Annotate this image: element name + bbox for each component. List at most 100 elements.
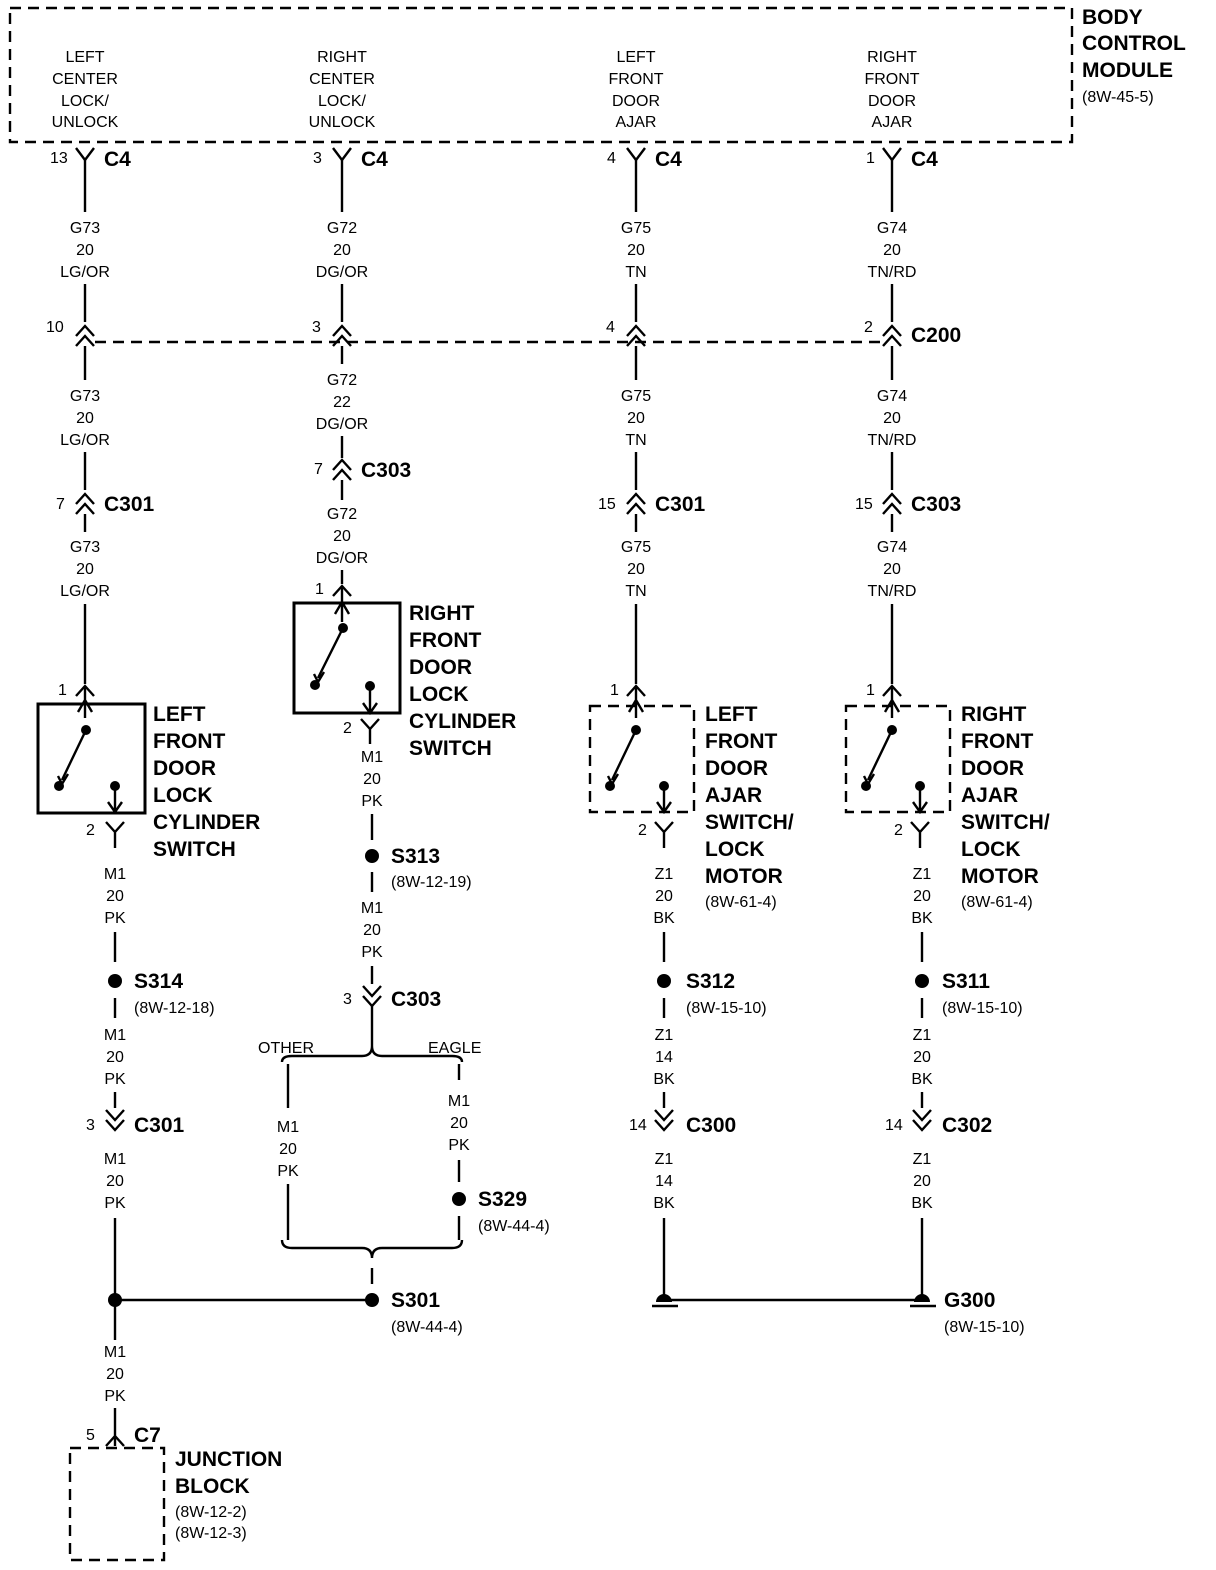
svg-text:G75: G75 xyxy=(621,539,651,556)
c303-pin-15: 15 C303 xyxy=(855,492,961,516)
wire-label-g73-low: G73 20 LG/OR xyxy=(60,539,110,600)
svg-text:2: 2 xyxy=(343,720,352,737)
splice-s313: S313 (8W-12-19) xyxy=(365,845,472,891)
svg-text:DOOR: DOOR xyxy=(868,93,916,110)
svg-text:20: 20 xyxy=(76,410,94,427)
svg-text:S312: S312 xyxy=(686,970,735,993)
svg-text:TN: TN xyxy=(625,264,646,281)
c301-pin-15: 15 C301 xyxy=(598,492,706,516)
svg-text:15: 15 xyxy=(855,496,873,513)
svg-text:G72: G72 xyxy=(327,506,357,523)
svg-text:3: 3 xyxy=(86,1117,95,1134)
svg-text:20: 20 xyxy=(913,1049,931,1066)
wire-label-g74-mid: G74 20 TN/RD xyxy=(868,388,917,449)
svg-text:(8W-12-18): (8W-12-18) xyxy=(134,1000,215,1017)
svg-text:C4: C4 xyxy=(911,148,938,171)
svg-text:LEFT: LEFT xyxy=(616,49,655,66)
c200-pin-4: 4 xyxy=(606,319,646,347)
svg-text:M1: M1 xyxy=(104,1027,126,1044)
svg-text:S301: S301 xyxy=(391,1289,440,1312)
c301-pin-3: 3 C301 xyxy=(86,1109,185,1137)
svg-text:DOOR: DOOR xyxy=(409,656,472,679)
svg-text:14: 14 xyxy=(655,1173,673,1190)
svg-text:G75: G75 xyxy=(621,220,651,237)
svg-text:Z1: Z1 xyxy=(913,1151,932,1168)
svg-text:20: 20 xyxy=(627,561,645,578)
svg-text:LG/OR: LG/OR xyxy=(60,432,110,449)
svg-text:UNLOCK: UNLOCK xyxy=(52,114,119,131)
bcm-pin-label-4: RIGHT FRONT DOOR AJAR xyxy=(864,49,919,131)
wire-label-g72-top: G72 20 DG/OR xyxy=(316,220,368,281)
svg-text:20: 20 xyxy=(913,1173,931,1190)
svg-text:2: 2 xyxy=(864,319,873,336)
wire-label-g74-top: G74 20 TN/RD xyxy=(868,220,917,281)
svg-text:Z1: Z1 xyxy=(913,866,932,883)
svg-text:CYLINDER: CYLINDER xyxy=(409,710,516,733)
wire-label-m1-c1a: M1 20 PK xyxy=(104,866,126,927)
svg-text:20: 20 xyxy=(627,242,645,259)
svg-text:LOCK/: LOCK/ xyxy=(61,93,110,110)
wire-label-z1-c3a: Z1 20 BK xyxy=(653,866,675,927)
c302-pin-14: 14 C302 xyxy=(885,1109,992,1137)
svg-text:C301: C301 xyxy=(104,493,155,516)
svg-text:DOOR: DOOR xyxy=(612,93,660,110)
svg-text:7: 7 xyxy=(56,496,65,513)
svg-text:LOCK: LOCK xyxy=(153,784,213,807)
junction-block: JUNCTION BLOCK (8W-12-2) (8W-12-3) xyxy=(68,1446,282,1562)
svg-text:C301: C301 xyxy=(655,493,706,516)
svg-text:M1: M1 xyxy=(361,900,383,917)
branch-brace-top: OTHER EAGLE xyxy=(258,1040,481,1063)
right-front-door-ajar-switch-lock-motor: 1 2 RIGHT FRONT DOOR AJAR SWITCH/ LOCK M… xyxy=(844,682,1050,911)
svg-text:C7: C7 xyxy=(134,1424,161,1447)
svg-text:FRONT: FRONT xyxy=(153,730,225,753)
svg-text:Z1: Z1 xyxy=(913,1027,932,1044)
svg-text:1: 1 xyxy=(866,150,875,167)
svg-text:20: 20 xyxy=(450,1115,468,1132)
svg-text:DOOR: DOOR xyxy=(705,757,768,780)
svg-text:(8W-15-10): (8W-15-10) xyxy=(686,1000,767,1017)
svg-text:BK: BK xyxy=(653,1071,675,1088)
svg-text:EAGLE: EAGLE xyxy=(428,1040,481,1057)
wire-label-g72-mid: G72 22 DG/OR xyxy=(316,372,368,433)
svg-text:G72: G72 xyxy=(327,220,357,237)
svg-text:AJAR: AJAR xyxy=(872,114,913,131)
svg-text:20: 20 xyxy=(363,922,381,939)
c303-pin-3: 3 C303 xyxy=(343,985,441,1011)
svg-text:(8W-12-19): (8W-12-19) xyxy=(391,874,472,891)
svg-text:PK: PK xyxy=(277,1163,299,1180)
svg-text:SWITCH/: SWITCH/ xyxy=(961,811,1050,834)
wire-label-m1-c2b: M1 20 PK xyxy=(361,900,383,961)
svg-text:LOCK: LOCK xyxy=(409,683,469,706)
svg-text:C303: C303 xyxy=(391,988,441,1011)
splice-s301: S301 (8W-44-4) xyxy=(365,1289,463,1336)
svg-text:LEFT: LEFT xyxy=(65,49,104,66)
svg-text:(8W-15-10): (8W-15-10) xyxy=(944,1319,1025,1336)
svg-text:2: 2 xyxy=(638,822,647,839)
svg-text:1: 1 xyxy=(610,682,619,699)
bcm-box xyxy=(8,6,1074,144)
svg-text:13: 13 xyxy=(50,150,68,167)
svg-text:15: 15 xyxy=(598,496,616,513)
svg-text:DG/OR: DG/OR xyxy=(316,550,368,567)
svg-text:RIGHT: RIGHT xyxy=(317,49,367,66)
left-front-door-lock-cylinder-switch: 1 2 LEFT FRONT DOOR LOCK CYLINDER SWITCH xyxy=(36,682,260,861)
svg-text:C4: C4 xyxy=(104,148,131,171)
svg-text:20: 20 xyxy=(106,1049,124,1066)
wire-label-m1-c1b: M1 20 PK xyxy=(104,1027,126,1088)
wire-label-g75-top: G75 20 TN xyxy=(621,220,651,281)
svg-text:G74: G74 xyxy=(877,220,907,237)
svg-text:G73: G73 xyxy=(70,539,100,556)
svg-text:LG/OR: LG/OR xyxy=(60,264,110,281)
svg-text:S314: S314 xyxy=(134,970,183,993)
svg-text:20: 20 xyxy=(333,528,351,545)
svg-text:20: 20 xyxy=(106,1173,124,1190)
svg-text:22: 22 xyxy=(333,394,351,411)
svg-text:CYLINDER: CYLINDER xyxy=(153,811,260,834)
bcm-ref: (8W-45-5) xyxy=(1082,89,1154,106)
svg-text:5: 5 xyxy=(86,1427,95,1444)
svg-text:Z1: Z1 xyxy=(655,866,674,883)
svg-text:M1: M1 xyxy=(277,1119,299,1136)
svg-text:20: 20 xyxy=(106,1366,124,1383)
svg-text:3: 3 xyxy=(343,991,352,1008)
c303-pin-7: 7 C303 xyxy=(314,458,411,482)
